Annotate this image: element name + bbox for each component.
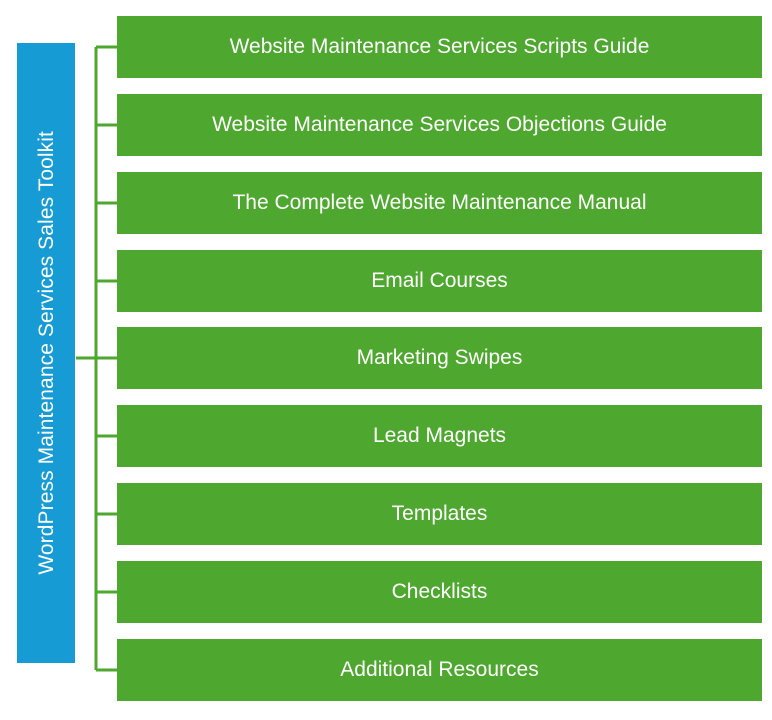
node-label-7: Templates: [391, 502, 488, 526]
root-node-label: WordPress Maintenance Services Sales Too…: [34, 131, 58, 575]
node-box-5[interactable]: Marketing Swipes: [117, 327, 762, 389]
node-box-7[interactable]: Templates: [117, 483, 762, 545]
node-box-2[interactable]: Website Maintenance Services Objections …: [117, 94, 762, 156]
node-box-6[interactable]: Lead Magnets: [117, 405, 762, 467]
node-label-1: Website Maintenance Services Scripts Gui…: [229, 35, 650, 59]
node-label-2: Website Maintenance Services Objections …: [212, 113, 667, 137]
root-node[interactable]: WordPress Maintenance Services Sales Too…: [17, 43, 75, 663]
node-label-3: The Complete Website Maintenance Manual: [232, 191, 647, 215]
node-label-5: Marketing Swipes: [356, 346, 523, 370]
node-label-4: Email Courses: [371, 269, 508, 293]
node-box-4[interactable]: Email Courses: [117, 250, 762, 312]
node-box-3[interactable]: The Complete Website Maintenance Manual: [117, 172, 762, 234]
node-label-8: Checklists: [391, 580, 488, 604]
node-label-9: Additional Resources: [340, 658, 539, 682]
node-box-9[interactable]: Additional Resources: [117, 639, 762, 701]
node-label-6: Lead Magnets: [372, 424, 507, 448]
node-box-1[interactable]: Website Maintenance Services Scripts Gui…: [117, 16, 762, 78]
node-box-8[interactable]: Checklists: [117, 561, 762, 623]
